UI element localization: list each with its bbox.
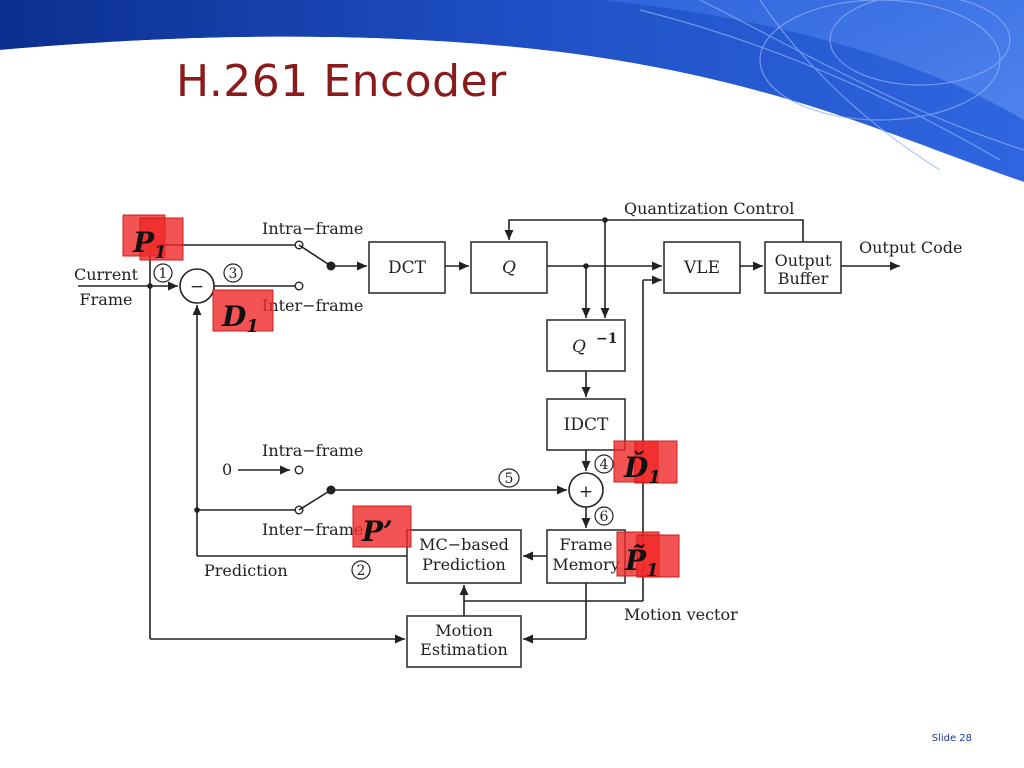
svg-text:5: 5 [505,471,514,487]
point-5: 5 [498,468,520,488]
zero-input-label: 0 [222,460,232,479]
vle-block: VLE [663,241,741,294]
point-4: 4 [594,454,614,474]
motion-vector-label: Motion vector [624,605,738,624]
svg-text:Ď1: Ď1 [623,451,661,488]
inter-frame-label-top: Inter−frame [262,296,363,315]
svg-text:Motion: Motion [435,621,493,640]
svg-text:1: 1 [159,266,168,282]
svg-text:6: 6 [600,509,609,525]
current-frame-label: Frame [80,290,133,309]
motion-estimation-block: Motion Estimation [406,615,522,668]
svg-text:P1: P1 [132,226,167,263]
idct-block: IDCT [546,398,626,451]
svg-text:3: 3 [229,266,238,282]
overlay-d1-hat: Ď1 [613,440,678,488]
point-6: 6 [594,506,614,526]
subtractor: − [179,268,215,304]
mc-prediction-block: MC−based Prediction [406,529,522,584]
svg-text:DCT: DCT [388,258,427,278]
inverse-quantizer-block: Q −1 [546,319,626,372]
header-banner [0,0,1024,197]
svg-text:D1: D1 [221,300,259,337]
overlay-p-prime: P’ [352,505,412,548]
svg-text:Buffer: Buffer [778,269,829,288]
dct-block: DCT [368,241,446,294]
prediction-label: Prediction [204,561,288,580]
svg-text:−1: −1 [596,331,617,347]
overlay-p1-tilde: P̃1 [616,531,680,581]
slide-number: Slide 28 [931,733,972,744]
intra-inter-switch-top [294,240,336,291]
quantization-control-label: Quantization Control [624,199,794,218]
svg-text:Estimation: Estimation [420,640,508,659]
adder: + [568,472,604,508]
frame-memory-block: Frame Memory [546,529,626,584]
svg-text:VLE: VLE [683,258,720,278]
svg-text:Prediction: Prediction [422,555,506,574]
svg-text:IDCT: IDCT [564,415,609,435]
output-code-label: Output Code [859,238,963,257]
current-frame-label: Current [74,265,139,284]
overlay-p1: P1 [122,214,184,263]
point-1: 1 [153,263,173,283]
svg-text:P̃1: P̃1 [624,544,659,581]
svg-text:2: 2 [357,563,366,579]
svg-text:4: 4 [600,457,609,473]
svg-text:Output: Output [775,251,832,270]
intra-frame-label-top: Intra−frame [262,219,363,238]
svg-text:Q: Q [502,258,516,278]
svg-text:−: − [190,277,204,297]
intra-inter-switch-bottom [294,465,336,515]
overlay-d1: D1 [212,289,274,337]
output-buffer-block: Output Buffer [764,241,842,294]
svg-text:MC−based: MC−based [419,535,509,554]
point-2: 2 [351,560,371,580]
svg-text:Q: Q [572,337,586,357]
intra-frame-label-bottom: Intra−frame [262,441,363,460]
slide-title: H.261 Encoder [176,56,507,107]
svg-text:Frame: Frame [560,535,613,554]
svg-text:+: + [579,482,593,502]
quantizer-block: Q [470,241,548,294]
point-3: 3 [223,263,243,283]
svg-text:P’: P’ [361,515,393,548]
inter-frame-label-bottom: Inter−frame [262,520,363,539]
svg-text:Memory: Memory [552,555,619,574]
